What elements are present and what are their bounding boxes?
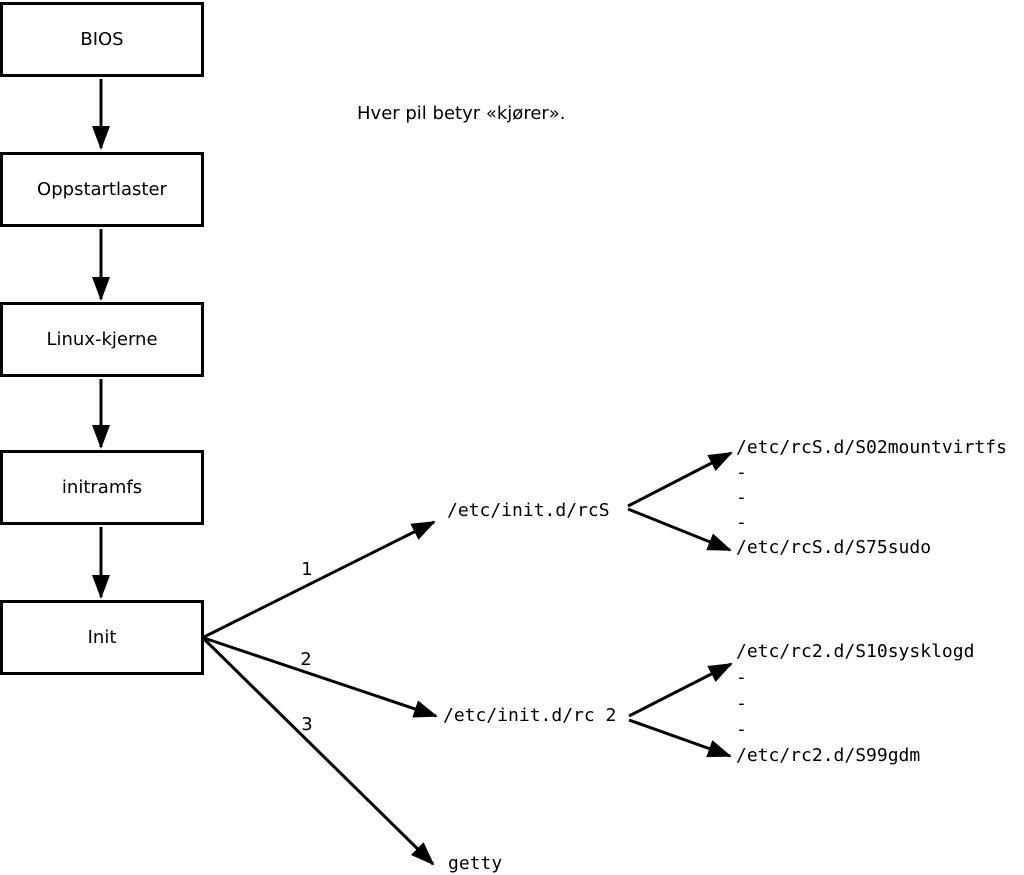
- box-linux-kjerne-label: Linux-kjerne: [46, 329, 158, 350]
- branch-1-label: 1: [301, 559, 313, 580]
- arrow-rcs-to-s02mountvirtfs: [627, 451, 733, 508]
- box-init-label: Init: [87, 627, 117, 648]
- branch-3-label: 3: [301, 714, 313, 735]
- rcs-script-list: /etc/rcS.d/S02mountvirtfs - - - /etc/rcS…: [736, 435, 1007, 560]
- script-list-item: /etc/rcS.d/S75sudo: [736, 537, 932, 558]
- box-bios: BIOS: [0, 2, 204, 77]
- box-initramfs-label: initramfs: [61, 477, 143, 498]
- box-linux-kjerne: Linux-kjerne: [0, 302, 204, 377]
- script-list-item: -: [736, 512, 747, 533]
- rc2-script-list: /etc/rc2.d/S10sysklogd - - - /etc/rc2.d/…: [736, 639, 974, 769]
- arrow-init-to-rcs: [203, 520, 436, 639]
- arrow-rc2-to-s10sysklogd: [628, 662, 733, 718]
- script-list-item: /etc/rc2.d/S99gdm: [736, 745, 921, 766]
- branch-2-label: 2: [300, 649, 312, 670]
- script-list-item: -: [736, 487, 747, 508]
- box-init: Init: [0, 600, 204, 675]
- script-list-item: -: [736, 667, 747, 688]
- box-bios-label: BIOS: [80, 29, 124, 50]
- node-getty: getty: [448, 853, 503, 874]
- arrow-init-to-getty: [202, 637, 435, 866]
- script-list-item: /etc/rc2.d/S10sysklogd: [736, 641, 975, 662]
- note-text: Hver pil betyr «kjører».: [357, 103, 566, 124]
- arrow-rcs-to-s75sudo: [627, 507, 732, 552]
- node-rcs-script: /etc/init.d/rcS: [447, 500, 610, 521]
- arrow-init-to-rc2: [203, 636, 438, 718]
- box-initramfs: initramfs: [0, 450, 204, 525]
- node-rc2-script: /etc/init.d/rc 2: [443, 705, 617, 726]
- script-list-item: /etc/rcS.d/S02mountvirtfs: [736, 437, 1007, 458]
- script-list-item: -: [736, 719, 747, 740]
- arrow-rc2-to-s99gdm: [628, 718, 732, 758]
- box-oppstartlaster: Oppstartlaster: [0, 152, 204, 227]
- script-list-item: -: [736, 693, 747, 714]
- script-list-item: -: [736, 462, 747, 483]
- box-oppstartlaster-label: Oppstartlaster: [37, 179, 167, 200]
